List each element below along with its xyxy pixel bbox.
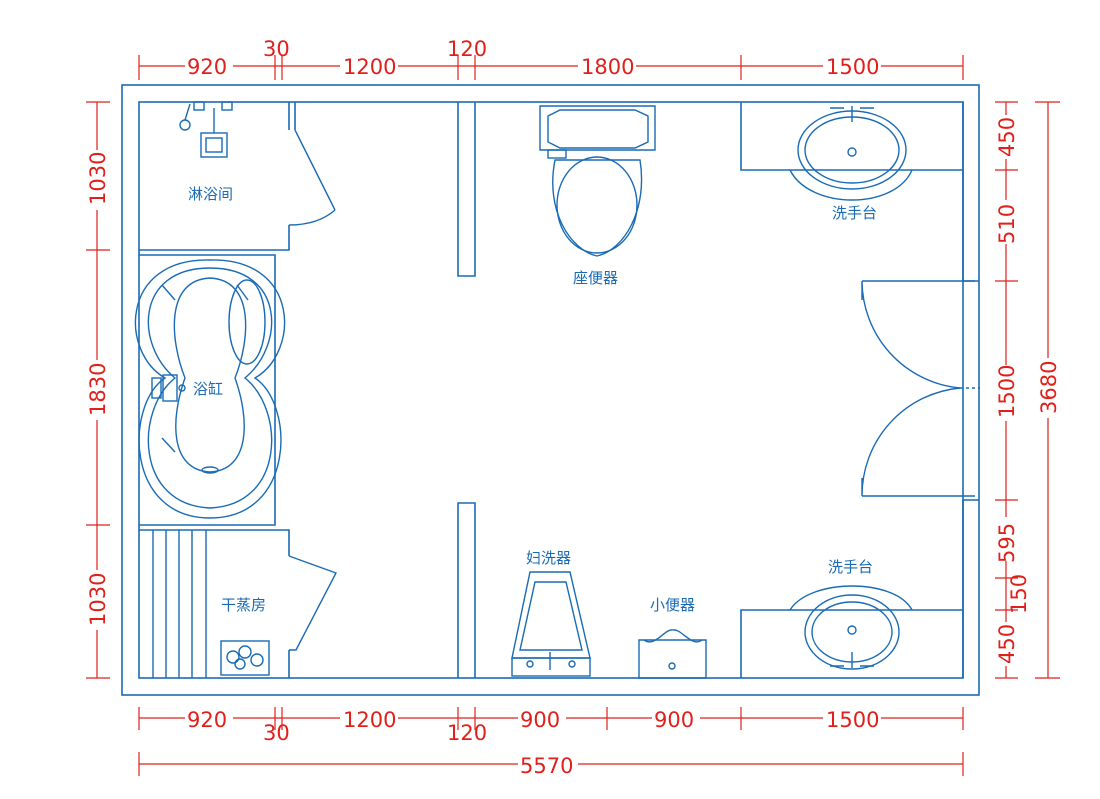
top-dim-2: 30 [263,37,290,61]
left-dim-3: 1030 [86,573,110,626]
toilet-tank [539,105,656,151]
bottom-dim-2: 30 [263,721,290,745]
bathtub-tap-icon [162,374,178,402]
right-dim-4: 595 [995,523,1019,563]
right-dim-2: 510 [995,204,1019,244]
bathtub-wall [139,254,276,526]
top-dim-1: 920 [187,55,227,79]
top-sink-label: 洗手台 [832,204,877,222]
toilet-fixture: 座便器 [539,105,656,287]
top-sink-counter-curve [789,169,913,201]
shower-valve-icon [193,101,205,111]
total-width-dim: 5570 [520,754,573,778]
bottom-dim-5: 900 [520,708,560,732]
bathtub-basin [173,277,247,473]
bottom-dim-6: 900 [654,708,694,732]
shower-door [288,129,336,226]
bottom-dim-7: 1500 [826,708,879,732]
right-dimensions: 450 510 1500 595 150 450 3680 [994,101,1062,679]
right-dim-5: 150 [1007,574,1031,614]
bottom-sink-label: 洗手台 [828,558,873,576]
toilet-label: 座便器 [573,269,618,287]
bottom-dimensions: 920 30 1200 120 900 900 1500 5570 [138,706,964,778]
top-dim-5: 1800 [581,55,634,79]
top-sink-tap-icon [830,106,874,122]
shower-wall [139,102,296,251]
sauna-stove-icon [220,640,270,676]
bathtub-label: 浴缸 [193,380,223,398]
top-sink-basin-inner [804,116,900,184]
left-dim-2: 1830 [86,363,110,416]
top-dim-3: 1200 [343,55,396,79]
top-sink-basin-outer [797,110,907,190]
bidet-label: 妇洗器 [526,549,571,567]
doors [288,129,980,651]
bathtub-fixture: 浴缸 [134,259,286,519]
shower-fixture: 淋浴间 [179,101,233,203]
top-dim-4: 120 [447,37,487,61]
shower-drain-icon [200,132,228,158]
top-dim-6: 1500 [826,55,879,79]
inner-wall-outline [138,101,964,679]
bottom-sink-counter-curve [789,585,913,611]
left-dim-1: 1030 [86,152,110,205]
bottom-dim-3: 1200 [343,708,396,732]
shower-valve-icon-2 [221,101,233,111]
urinal-fixture: 小便器 [638,596,707,679]
bidet-partition [457,502,476,678]
sauna-wall [139,529,290,678]
toilet-partition [457,102,476,277]
sauna-door [288,555,337,651]
bathtub-outer [134,259,286,519]
toilet-seat [556,156,638,254]
toilet-bowl-outer [552,159,643,257]
main-door-lower [861,387,961,497]
bottom-sink-fixture: 洗手台 [789,558,913,670]
sauna-label: 干蒸房 [221,596,266,614]
left-dimensions: 1030 1830 1030 [84,101,110,679]
top-sink-fixture: 洗手台 [789,106,913,222]
bottom-dim-4: 120 [447,721,487,745]
urinal-body [638,639,707,679]
right-dim-1: 450 [995,117,1019,157]
top-dimensions: 920 30 1200 120 1800 1500 [138,37,964,80]
sauna-bench-lines [152,530,207,678]
bottom-sink-basin-outer [804,594,900,670]
bidet-fixture: 妇洗器 [511,549,591,677]
shower-label: 淋浴间 [188,185,233,203]
bathtub-inner [147,267,273,509]
right-dim-6: 450 [995,624,1019,664]
urinal-label: 小便器 [650,596,695,614]
bidet-base [511,657,591,677]
bathtub-headrest [228,279,266,365]
right-wall-bottom [962,499,979,678]
bottom-sink-tap-icon [830,652,874,668]
right-wall-top [962,102,979,282]
total-height-dim: 3680 [1037,361,1061,414]
bottom-dim-1: 920 [187,708,227,732]
main-door-upper [861,280,961,389]
outer-wall [121,84,980,696]
sauna-fixture: 干蒸房 [152,530,270,678]
shower-head-icon [179,119,191,131]
right-dim-3: 1500 [995,365,1019,418]
bathtub-drain [201,466,219,474]
bidet-outer [511,571,591,659]
bathtub-control-icon [151,377,162,399]
